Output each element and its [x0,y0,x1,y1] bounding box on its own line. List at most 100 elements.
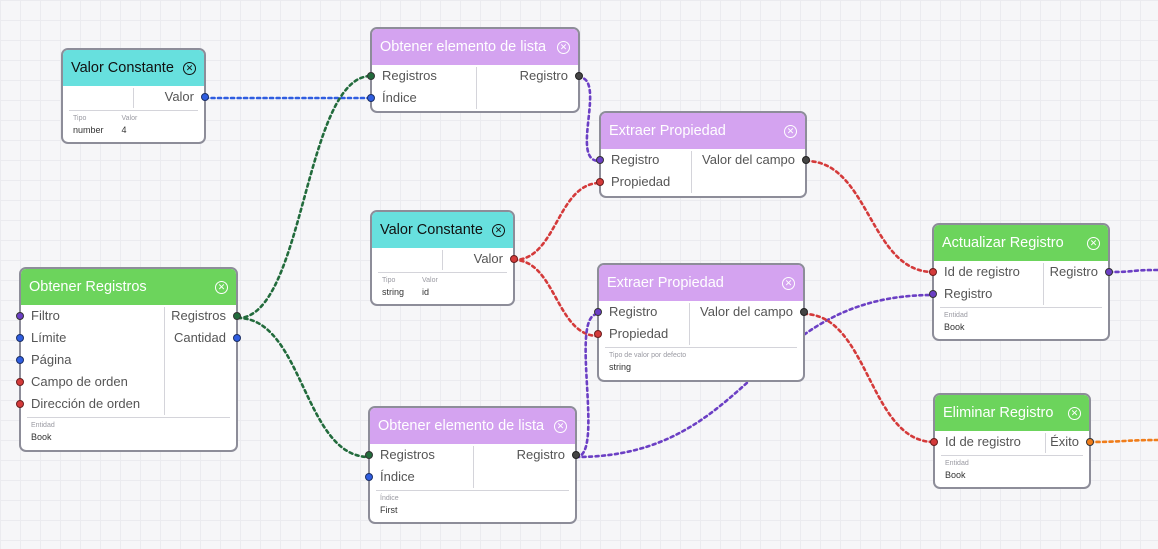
input-port-property[interactable]: Propiedad [596,171,691,193]
output-port-value[interactable]: Valor [443,248,518,270]
port-dot-boolean[interactable] [1086,438,1094,446]
node-extract-property-2[interactable]: Extraer Propiedad ✕ Registro Propiedad V… [594,263,808,382]
output-port-value[interactable]: Valor [134,86,209,108]
input-port-property[interactable]: Propiedad [594,323,689,345]
wire-update-output[interactable] [1107,268,1158,274]
input-port-index[interactable]: Índice [365,466,473,488]
wire-records-to-list-2[interactable] [236,316,371,459]
input-port-filter[interactable]: Filtro [16,305,164,327]
port-dot-number[interactable] [16,356,24,364]
node-update-record[interactable]: Actualizar Registro ✕ Id de registro Reg… [929,223,1113,341]
port-dot-number[interactable] [233,334,241,342]
close-icon[interactable]: ✕ [557,40,570,54]
port-dot-any[interactable] [802,156,810,164]
wire-record-to-extract-2[interactable] [574,312,600,459]
wire-record-to-extract-1[interactable] [576,75,601,163]
node-get-records[interactable]: Obtener Registros ✕ Filtro Límite Página… [16,267,241,452]
node-header[interactable]: Obtener elemento de lista ✕ [372,29,578,65]
output-port-success[interactable]: Éxito [1046,431,1094,453]
port-dot-string[interactable] [594,330,602,338]
input-port-record-id[interactable]: Id de registro [929,261,1043,283]
value-value[interactable]: id [422,287,430,297]
entity-value[interactable]: Book [31,432,52,442]
input-port-sort-field[interactable]: Campo de orden [16,371,164,393]
port-dot-number[interactable] [367,94,375,102]
wire-const-to-property-1[interactable] [512,181,602,262]
input-port-sort-direction[interactable]: Dirección de orden [16,393,164,415]
port-dot-string[interactable] [596,178,604,186]
node-header[interactable]: Actualizar Registro ✕ [934,225,1108,261]
input-port-limit[interactable]: Límite [16,327,164,349]
close-icon[interactable]: ✕ [554,419,567,433]
node-get-list-item-2[interactable]: Obtener elemento de lista ✕ Registros Ín… [365,406,580,524]
node-header[interactable]: Extraer Propiedad ✕ [601,113,805,149]
close-icon[interactable]: ✕ [492,223,505,237]
input-port-index[interactable]: Índice [367,87,476,109]
input-port-page[interactable]: Página [16,349,164,371]
entity-value[interactable]: Book [944,322,965,332]
input-port-record[interactable]: Registro [929,283,1043,305]
port-dot-list[interactable] [365,451,373,459]
wire-records-to-list-1[interactable] [236,74,373,320]
value-value[interactable]: 4 [121,125,127,135]
port-dot-string[interactable] [16,378,24,386]
node-header[interactable]: Obtener elemento de lista ✕ [370,408,575,444]
port-dot-string[interactable] [929,268,937,276]
wire-delete-output[interactable] [1088,438,1158,444]
input-port-record[interactable]: Registro [594,301,689,323]
wire-const-to-property-2[interactable] [512,258,600,338]
output-port-field-value[interactable]: Valor del campo [690,301,808,323]
node-extract-property-1[interactable]: Extraer Propiedad ✕ Registro Propiedad V… [596,111,810,198]
input-port-record[interactable]: Registro [596,149,691,171]
port-dot-record[interactable] [596,156,604,164]
input-port-records[interactable]: Registros [367,65,476,87]
node-header[interactable]: Eliminar Registro ✕ [935,395,1089,431]
port-dot-number[interactable] [365,473,373,481]
port-dot-string[interactable] [930,438,938,446]
close-icon[interactable]: ✕ [1087,236,1100,250]
port-dot-string[interactable] [510,255,518,263]
port-dot-string[interactable] [16,400,24,408]
node-header[interactable]: Extraer Propiedad ✕ [599,265,803,301]
output-port-record[interactable]: Registro [474,444,580,466]
node-header[interactable]: Obtener Registros ✕ [21,269,236,305]
output-port-count[interactable]: Cantidad [165,327,241,349]
input-port-record-id[interactable]: Id de registro [930,431,1045,453]
port-dot-number[interactable] [201,93,209,101]
port-dot-list[interactable] [367,72,375,80]
close-icon[interactable]: ✕ [215,280,228,294]
node-get-list-item-1[interactable]: Obtener elemento de lista ✕ Registros Ín… [367,27,583,113]
port-dot-list[interactable] [233,312,241,320]
port-dot-any[interactable] [800,308,808,316]
port-dot-record[interactable] [572,451,580,459]
output-port-record[interactable]: Registro [477,65,583,87]
close-icon[interactable]: ✕ [183,61,196,75]
port-dot-filter[interactable] [16,312,24,320]
entity-value[interactable]: Book [945,470,966,480]
output-port-record[interactable]: Registro [1044,261,1113,283]
port-dot-record[interactable] [575,72,583,80]
default-type-value[interactable]: string [609,362,632,372]
type-value[interactable]: number [73,125,104,135]
node-header[interactable]: Valor Constante ✕ [372,212,513,248]
port-label: Registro [1049,264,1098,279]
output-port-records[interactable]: Registros [165,305,241,327]
close-icon[interactable]: ✕ [782,276,795,290]
close-icon[interactable]: ✕ [1068,406,1081,420]
type-value[interactable]: string [382,287,405,297]
close-icon[interactable]: ✕ [784,124,797,138]
node-delete-record[interactable]: Eliminar Registro ✕ Id de registro Éxito… [930,393,1094,489]
output-port-field-value[interactable]: Valor del campo [692,149,810,171]
port-dot-record[interactable] [929,290,937,298]
input-port-records[interactable]: Registros [365,444,473,466]
wire-field-to-delete-id[interactable] [802,312,936,444]
port-dot-number[interactable] [16,334,24,342]
port-dot-record[interactable] [1105,268,1113,276]
index-value[interactable]: First [380,505,398,515]
port-dot-record[interactable] [594,308,602,316]
index-label: Índice [380,495,399,502]
wire-field-to-update-id[interactable] [804,159,935,274]
node-header[interactable]: Valor Constante ✕ [63,50,204,86]
